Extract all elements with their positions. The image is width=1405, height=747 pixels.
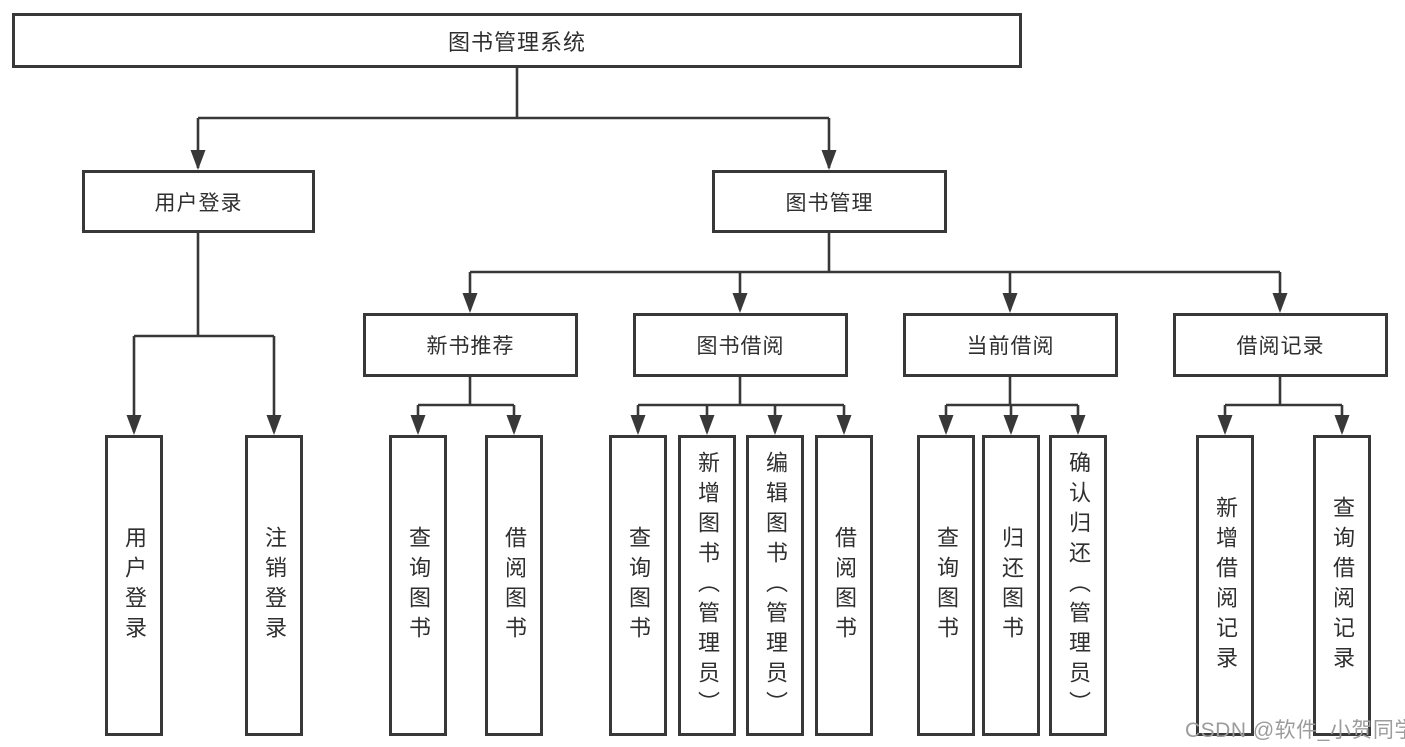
arrowhead-down-icon bbox=[836, 415, 852, 435]
arrowhead-down-icon bbox=[126, 415, 142, 435]
arrowheads bbox=[126, 150, 1350, 435]
leaf-label: 注销登录 bbox=[262, 525, 287, 646]
leaf-logout: 注销登录 bbox=[245, 435, 303, 736]
node-current-borrow: 当前借阅 bbox=[903, 313, 1118, 377]
leaf-borrow-books: 借阅图书 bbox=[815, 435, 873, 736]
node-book-management: 图书管理 bbox=[712, 170, 947, 233]
leaf-label: 借阅图书 bbox=[502, 525, 527, 646]
arrowhead-down-icon bbox=[630, 415, 646, 435]
node-book-borrow: 图书借阅 bbox=[633, 313, 848, 377]
leaf-edit-books-admin: 编辑图书（管理员） bbox=[746, 435, 804, 736]
leaf-add-books-admin: 新增图书（管理员） bbox=[678, 435, 736, 736]
leaf-label: 编辑图书（管理员） bbox=[763, 450, 788, 721]
leaf-return-books: 归还图书 bbox=[982, 435, 1040, 736]
node-root-system: 图书管理系统 bbox=[12, 13, 1022, 68]
leaf-label: 用户登录 bbox=[122, 525, 147, 646]
node-new-book-recommend: 新书推荐 bbox=[363, 313, 578, 377]
leaf-query-borrow-record: 查询借阅记录 bbox=[1313, 435, 1371, 736]
node-label: 图书管理 bbox=[785, 191, 874, 215]
leaf-label: 新增借阅记录 bbox=[1213, 495, 1238, 676]
node-label: 借阅记录 bbox=[1236, 335, 1325, 358]
leaf-label: 借阅图书 bbox=[832, 525, 857, 646]
leaf-query-books-borrow: 查询图书 bbox=[609, 435, 667, 736]
node-label: 图书管理系统 bbox=[447, 29, 586, 55]
leaf-confirm-return-admin: 确认归还（管理员） bbox=[1049, 435, 1107, 736]
arrowhead-down-icon bbox=[767, 415, 783, 435]
arrowhead-down-icon bbox=[410, 415, 426, 435]
leaf-label: 查询图书 bbox=[406, 525, 431, 646]
node-borrow-records: 借阅记录 bbox=[1173, 313, 1388, 377]
arrowhead-down-icon bbox=[462, 293, 478, 313]
arrowhead-down-icon bbox=[938, 415, 954, 435]
arrowhead-down-icon bbox=[190, 150, 206, 170]
arrowhead-down-icon bbox=[1272, 293, 1288, 313]
leaf-user-login: 用户登录 bbox=[105, 435, 163, 736]
leaf-query-books-recommend: 查询图书 bbox=[389, 435, 447, 736]
node-label: 当前借阅 bbox=[966, 335, 1055, 358]
arrowhead-down-icon bbox=[1334, 415, 1350, 435]
node-label: 图书借阅 bbox=[696, 335, 785, 358]
leaf-add-borrow-record: 新增借阅记录 bbox=[1196, 435, 1254, 736]
leaf-label: 查询图书 bbox=[934, 525, 959, 646]
leaf-label: 归还图书 bbox=[999, 525, 1024, 646]
arrowhead-down-icon bbox=[1003, 415, 1019, 435]
arrowhead-down-icon bbox=[506, 415, 522, 435]
leaf-label: 查询借阅记录 bbox=[1330, 495, 1355, 676]
arrowhead-down-icon bbox=[821, 150, 837, 170]
csdn-watermark: CSDN @软件_小贺同学 bbox=[1185, 719, 1405, 742]
leaf-borrow-books-recommend: 借阅图书 bbox=[485, 435, 543, 736]
node-label: 新书推荐 bbox=[426, 335, 515, 358]
node-user-login: 用户登录 bbox=[82, 170, 315, 233]
arrowhead-down-icon bbox=[732, 293, 748, 313]
leaf-query-books-current: 查询图书 bbox=[917, 435, 975, 736]
leaf-label: 确认归还（管理员） bbox=[1066, 450, 1091, 721]
arrowhead-down-icon bbox=[1070, 415, 1086, 435]
leaf-label: 新增图书（管理员） bbox=[695, 450, 720, 721]
node-label: 用户登录 bbox=[154, 191, 243, 215]
arrowhead-down-icon bbox=[699, 415, 715, 435]
arrowhead-down-icon bbox=[1217, 415, 1233, 435]
arrowhead-down-icon bbox=[1002, 293, 1018, 313]
leaf-label: 查询图书 bbox=[626, 525, 651, 646]
arrowhead-down-icon bbox=[266, 415, 282, 435]
